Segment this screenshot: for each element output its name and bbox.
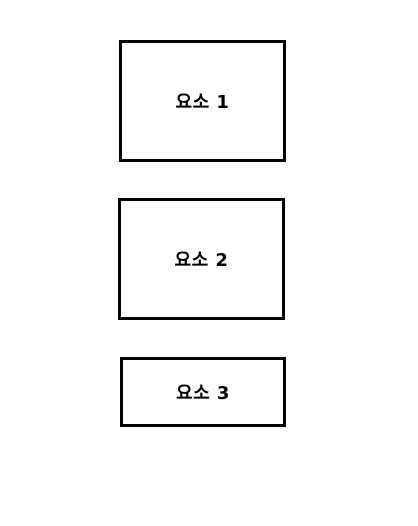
element-box-3: 요소 3 <box>120 357 286 427</box>
element-box-2: 요소 2 <box>118 198 285 320</box>
element-label-2: 요소 2 <box>174 250 229 271</box>
element-label-1: 요소 1 <box>175 92 230 113</box>
element-box-1: 요소 1 <box>119 40 286 162</box>
element-label-3: 요소 3 <box>176 383 230 404</box>
